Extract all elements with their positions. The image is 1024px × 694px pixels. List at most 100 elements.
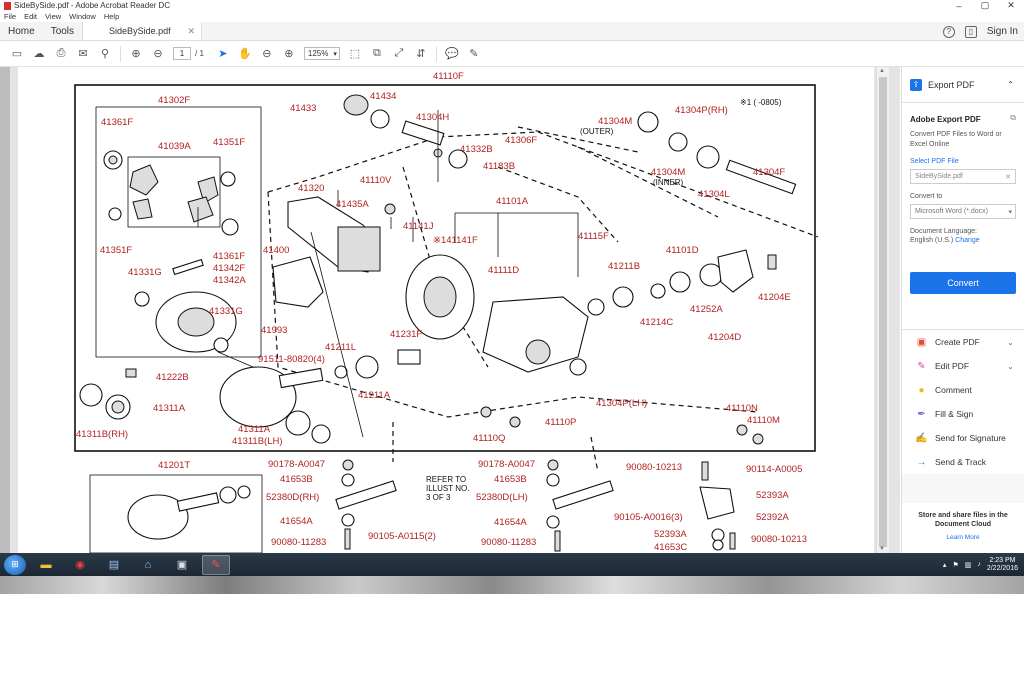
acrobat-taskbar-icon[interactable]: ✎ [202, 554, 230, 575]
arm-part [335, 480, 397, 510]
search-icon[interactable]: ⚲ [100, 48, 110, 60]
tool-label: Send & Track [935, 457, 987, 467]
network-app-taskbar-icon[interactable]: ⌂ [144, 558, 152, 571]
export-panel-description: Convert PDF Files to Word or Excel Onlin… [910, 131, 1002, 148]
tool-fill-sign[interactable]: ✒ Fill & Sign [902, 402, 1024, 426]
convert-to-select[interactable]: Microsoft Word (*.docx) [910, 204, 1016, 219]
part-label: 90178-A0047 [268, 459, 325, 470]
selected-file-field[interactable]: SideBySide.pdf ✕ [910, 169, 1016, 184]
fit-page-icon[interactable]: ⬚ [349, 48, 361, 60]
scrollbar-thumb[interactable] [879, 77, 887, 547]
part-label: 41993 [261, 325, 287, 336]
email-icon[interactable]: ✉ [78, 48, 88, 60]
chevron-down-icon[interactable]: ⌄ [1007, 361, 1014, 371]
draw-icon[interactable]: ✎ [469, 48, 479, 60]
menu-view[interactable]: View [45, 12, 62, 21]
part-label: 41311A [153, 403, 186, 414]
sign-in-link[interactable]: Sign In [986, 26, 1018, 37]
network-icon[interactable]: ▥ [964, 561, 972, 569]
tool-edit-pdf[interactable]: ✎ Edit PDF ⌄ [902, 354, 1024, 378]
washer-part [221, 218, 239, 236]
comment-icon[interactable]: 💬 [445, 48, 459, 60]
chevron-up-icon[interactable]: ⌃ [1007, 80, 1014, 89]
chevron-down-icon[interactable]: ⌄ [1007, 337, 1014, 347]
select-cursor-icon[interactable]: ➤ [218, 48, 228, 60]
select-pdf-file-link[interactable]: Select PDF File [910, 158, 959, 165]
tab-bar: Home Tools SideBySide.pdf ✕ ? ▯ Sign In [0, 22, 1024, 41]
tool-label: Create PDF [935, 337, 980, 347]
vertical-scrollbar[interactable]: ▲ ▼ [876, 67, 889, 553]
taskbar-clock[interactable]: 2:23 PM 2/22/2016 [987, 557, 1018, 573]
zoom-level-select[interactable]: 125% [303, 47, 340, 60]
tool-create-pdf[interactable]: ▣ Create PDF ⌄ [902, 330, 1024, 354]
part-label: 90080-11283 [481, 537, 536, 548]
print-icon[interactable]: ⎙ [56, 47, 66, 59]
menu-window[interactable]: Window [69, 12, 96, 21]
toolbar-divider [435, 45, 437, 62]
menu-edit[interactable]: Edit [24, 12, 38, 21]
page-total: / 1 [195, 49, 204, 58]
hand-tool-icon[interactable]: ✋ [238, 48, 252, 60]
change-language-link[interactable]: Change [955, 237, 980, 244]
tool-send-track[interactable]: → Send & Track [902, 450, 1024, 474]
tab-document-label: SideBySide.pdf [109, 26, 171, 36]
save-icon[interactable]: ▭ [11, 48, 23, 60]
scroll-down-icon[interactable]: ▼ [879, 546, 885, 552]
side-gear-part [187, 196, 214, 223]
convert-button[interactable]: Convert [910, 272, 1016, 294]
previous-page-icon[interactable]: ⊕ [131, 48, 141, 60]
start-button[interactable]: ⊞ [4, 554, 26, 575]
tab-home[interactable]: Home [8, 25, 35, 37]
explorer-taskbar-icon[interactable]: ▬ [40, 558, 52, 571]
tool-comment[interactable]: ● Comment [902, 378, 1024, 402]
next-page-icon[interactable]: ⊖ [153, 48, 163, 60]
toolbar: ▭ ☁ ⎙ ✉ ⚲ ⊕ ⊖ 1 / 1 ➤ ✋ ⊖ ⊕ 125% ⬚ ⧉ ⤢ ⇵… [0, 41, 1024, 67]
tool-send-for-signature[interactable]: ✍ Send for Signature [902, 426, 1024, 450]
remote-desktop-taskbar-icon[interactable]: ▤ [108, 559, 120, 571]
part-label: 41351F [213, 137, 245, 148]
menu-help[interactable]: Help [103, 12, 120, 21]
help-icon[interactable]: ? [942, 25, 955, 38]
page-number-input[interactable]: 1 [173, 47, 191, 60]
tab-close-icon[interactable]: ✕ [187, 25, 196, 36]
part-label: 41252A [690, 304, 723, 315]
tab-document[interactable]: SideBySide.pdf ✕ [82, 22, 203, 40]
tray-expand-icon[interactable]: ▴ [942, 561, 947, 569]
part-label: 41320 [298, 183, 324, 194]
minimize-button[interactable]: – [956, 0, 962, 11]
guide-line [267, 191, 759, 418]
clear-file-icon[interactable]: ✕ [1005, 173, 1011, 181]
export-pdf-icon: ⇪ [910, 78, 922, 91]
clock-time: 2:23 PM [989, 556, 1016, 564]
learn-more-link[interactable]: Learn More [946, 534, 980, 541]
seal-part [569, 358, 587, 376]
tab-tools[interactable]: Tools [50, 25, 75, 37]
zoom-out-icon[interactable]: ⊖ [262, 48, 272, 60]
volume-icon[interactable]: ♪ [977, 561, 981, 568]
flag-icon[interactable]: ⚑ [952, 561, 959, 569]
guide-line [590, 436, 599, 473]
scroll-mode-icon[interactable]: ⧉ [372, 47, 381, 59]
pinion-gear-part [197, 176, 219, 204]
chrome-taskbar-icon[interactable]: ◉ [75, 559, 85, 571]
upload-cloud-icon[interactable]: ☁ [33, 48, 45, 60]
desktop-background [0, 576, 1024, 694]
close-button[interactable]: ✕ [998, 0, 1024, 11]
diagram-frame [74, 84, 816, 452]
maximize-button[interactable]: ▢ [980, 0, 990, 10]
bearing-part [370, 109, 390, 129]
part-label: 41311A [238, 424, 271, 435]
mobile-link-icon[interactable]: ▯ [964, 25, 977, 38]
full-screen-icon[interactable]: ⤢ [394, 47, 404, 59]
scroll-up-icon[interactable]: ▲ [879, 68, 885, 74]
part-label: 41204E [758, 292, 791, 303]
terminal-taskbar-icon[interactable]: ▣ [176, 559, 188, 571]
menu-file[interactable]: File [4, 12, 17, 21]
rear-housing-bore [525, 339, 551, 365]
page-display-icon[interactable]: ⇵ [416, 48, 426, 60]
selected-file-name: SideBySide.pdf [915, 173, 963, 180]
diff-case-hole [177, 307, 215, 337]
zoom-in-icon[interactable]: ⊕ [284, 48, 294, 60]
part-label: 41331G [128, 267, 162, 278]
export-pdf-header[interactable]: ⇪ Export PDF ⌃ [902, 67, 1024, 103]
